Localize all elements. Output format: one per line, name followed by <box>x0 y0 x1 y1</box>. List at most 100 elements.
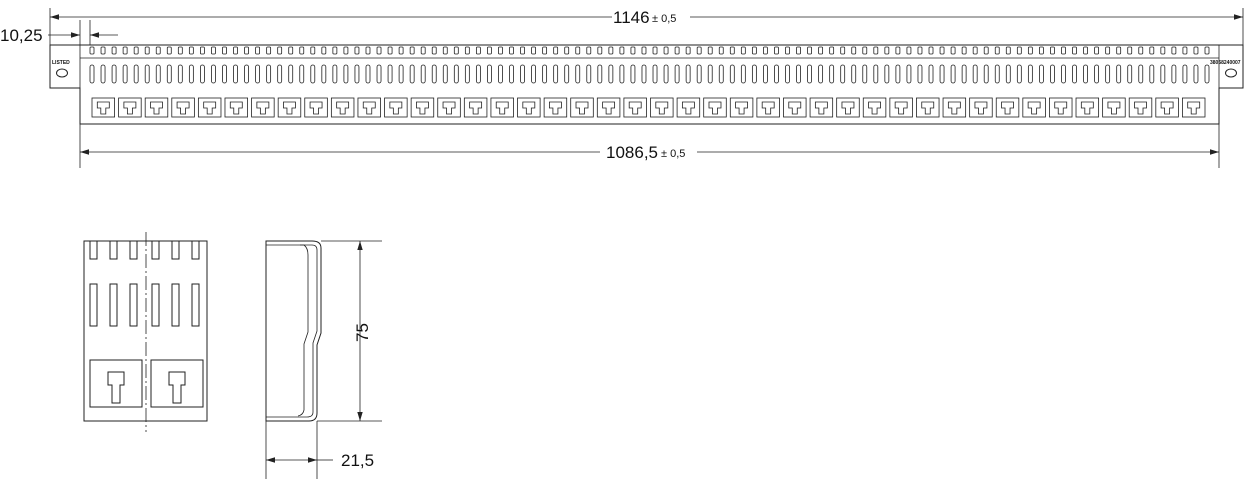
rj45-port <box>330 97 355 118</box>
tall-slot <box>685 64 691 84</box>
left-mounting-hole <box>56 68 68 78</box>
tall-slot <box>1050 64 1055 84</box>
top-slot <box>531 46 536 55</box>
rj45-port <box>1155 97 1179 118</box>
tall-slot <box>1016 64 1022 84</box>
top-slot <box>553 46 559 55</box>
tall-slot-row <box>89 64 1210 84</box>
tall-slot <box>895 64 901 84</box>
top-slot <box>652 46 658 55</box>
tall-slot <box>222 64 227 84</box>
top-slot <box>1094 46 1099 55</box>
tall-slot <box>299 64 305 84</box>
top-slot <box>1061 46 1066 55</box>
tall-slot <box>266 64 272 84</box>
top-slot <box>1193 46 1199 55</box>
top-slot <box>343 46 349 55</box>
top-slot <box>277 46 283 55</box>
top-slot <box>829 46 835 55</box>
top-slot <box>619 46 625 55</box>
top-slot <box>1138 46 1144 55</box>
tall-slot <box>166 64 172 84</box>
top-slot <box>1072 46 1077 55</box>
tall-slot <box>1160 64 1166 84</box>
tall-slot <box>663 64 669 84</box>
top-slot <box>188 46 194 55</box>
tall-slot <box>763 64 768 84</box>
tall-slot <box>475 64 481 84</box>
right-mounting-hole <box>1225 68 1237 78</box>
rj45-port <box>836 97 860 118</box>
tall-slot <box>442 64 448 84</box>
rj45-port <box>650 97 674 118</box>
rj45-port <box>570 97 594 118</box>
top-slot <box>321 46 327 55</box>
depth-value: 21,5 <box>341 451 374 470</box>
rj45-port <box>995 97 1020 118</box>
tall-slot <box>453 64 459 84</box>
edge-offset-dimension: 10,25 <box>0 20 118 45</box>
tall-slot <box>873 64 879 84</box>
top-slot <box>222 46 227 55</box>
top-slot <box>299 46 305 55</box>
top-slot <box>1204 46 1210 55</box>
rj45-port <box>410 97 435 118</box>
top-slot <box>895 46 901 55</box>
tall-slot <box>255 64 260 84</box>
inner-width-tolerance: ± 0,5 <box>661 148 685 160</box>
rj45-port <box>1128 97 1153 118</box>
top-slot <box>994 46 1000 55</box>
rj45-port <box>1075 97 1100 118</box>
tall-slot <box>564 64 570 84</box>
tall-slot <box>498 64 503 84</box>
top-slot <box>796 46 801 55</box>
top-slot <box>1105 46 1111 55</box>
tall-slot <box>100 64 106 84</box>
top-slot <box>873 46 879 55</box>
tall-slot <box>917 64 923 84</box>
rj45-port <box>889 97 913 118</box>
tall-slot <box>420 64 426 84</box>
tall-slot <box>376 64 382 84</box>
rj45-port <box>543 97 568 118</box>
top-slot <box>354 46 360 55</box>
tall-slot <box>1127 64 1133 84</box>
tall-slot <box>509 64 514 84</box>
top-slot <box>696 46 702 55</box>
left-marking: LISTED <box>52 60 70 66</box>
tall-slot <box>928 64 934 84</box>
tall-slot <box>674 64 680 84</box>
top-slot <box>1160 46 1166 55</box>
tall-slot <box>774 64 779 84</box>
tall-slot <box>707 64 713 84</box>
top-slot <box>1016 46 1022 55</box>
tall-slot <box>288 64 294 84</box>
tall-slot <box>464 64 470 84</box>
overall-width-value: 1146 <box>613 8 650 27</box>
rj45-port <box>916 97 940 118</box>
top-slot <box>840 46 846 55</box>
tall-slot <box>751 64 757 84</box>
top-slot <box>420 46 426 55</box>
top-slot <box>983 46 989 55</box>
top-slot <box>365 46 371 55</box>
rj45-port <box>729 97 754 118</box>
tall-slot <box>1083 64 1088 84</box>
tall-slot <box>1138 64 1144 84</box>
top-slot <box>199 46 205 55</box>
top-slot <box>398 46 404 55</box>
top-slot <box>707 46 713 55</box>
tall-slot <box>1204 64 1210 84</box>
top-slot <box>1050 46 1055 55</box>
tall-slot <box>906 64 912 84</box>
top-slot <box>1182 46 1188 55</box>
top-slot <box>376 46 382 55</box>
tall-slot <box>641 64 647 84</box>
tall-slot <box>1182 64 1188 84</box>
rj45-port <box>91 97 116 118</box>
tall-slot <box>343 64 349 84</box>
tall-slot <box>233 64 238 84</box>
tall-slot <box>785 64 790 84</box>
top-slot <box>575 46 581 55</box>
